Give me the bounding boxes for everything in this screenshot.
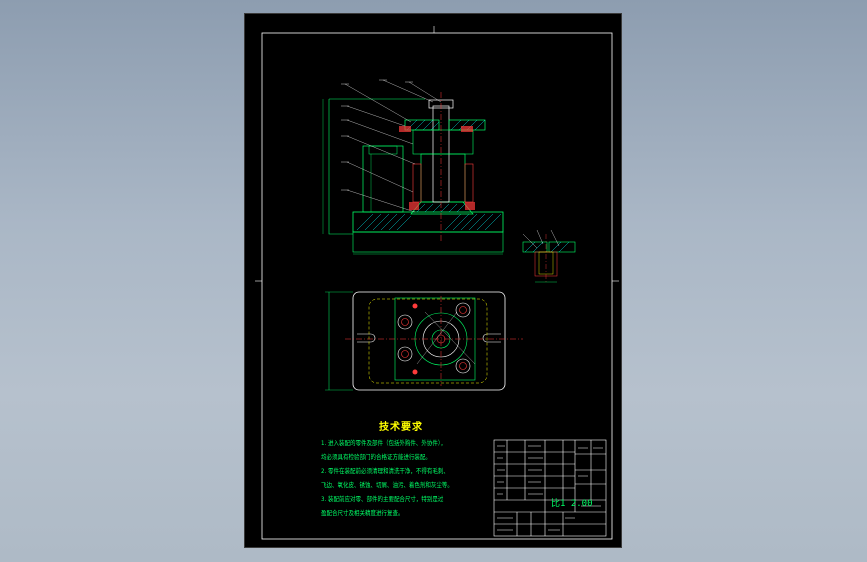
tech-requirements-title: 技术要求 [379,422,423,433]
tech-requirement-line: 3. 装配前应对零、部件的主要配合尺寸，特别是过 [321,495,444,503]
tech-requirement-line: 盈配合尺寸及相关精度进行复查。 [321,509,404,517]
tech-requirement-line: 飞边、氧化皮、锈蚀、切屑、油污、着色剂和灰尘等。 [321,481,453,489]
title-block-scale: 比1 2.00 [551,499,593,509]
drawing-frame [261,32,613,540]
tech-requirement-line: 2. 零件在装配前必须清理和清洗干净，不得有毛刺、 [321,467,449,475]
tech-requirement-line: 1. 进入装配的零件及部件（包括外购件、外协件）， [321,439,447,447]
detail-view [522,229,576,284]
title-block [493,439,607,537]
drawing-sheet: 技术要求 1. 进入装配的零件及部件（包括外购件、外协件）， 均必须具有检验部门… [244,13,622,548]
cad-drawing [255,26,619,540]
tech-requirement-line: 均必须具有检验部门的合格证方能进行装配。 [321,453,431,461]
plan-view [325,291,523,391]
front-section-view [322,79,504,255]
